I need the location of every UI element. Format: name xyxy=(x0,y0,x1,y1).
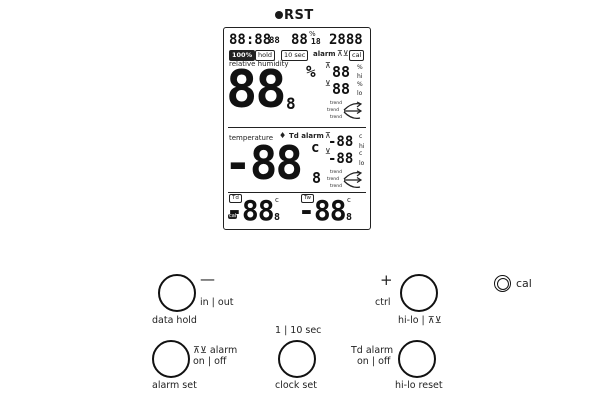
hi-lo-reset-label: hi-lo reset xyxy=(395,380,443,391)
plus-symbol: + xyxy=(380,271,393,289)
temperature-unit: c xyxy=(311,140,320,156)
humidity-hi-unit: % xyxy=(357,64,363,71)
humidity-trend-arrows-icon xyxy=(343,101,363,120)
battery-indicator: 100% xyxy=(229,50,256,61)
interval-indicator: 10 sec xyxy=(281,50,309,61)
td-alarm-on-off-label: on | off xyxy=(357,356,391,367)
interval-toggle-label: 1 | 10 sec xyxy=(275,325,322,336)
date-day: 18 xyxy=(311,37,321,46)
cal-button-ring-icon xyxy=(497,278,509,290)
clock-set-label: clock set xyxy=(275,380,317,391)
hi-lo-reset-button[interactable] xyxy=(398,340,436,378)
temperature-value: -88 xyxy=(224,136,303,190)
humidity-label: relative humidity xyxy=(229,60,289,68)
hi-lo-label: hi-lo | ⊼⊻ xyxy=(398,315,442,326)
td-label: Td xyxy=(229,194,242,203)
max-arrow-icon: ⊼ xyxy=(325,61,331,70)
lcd-divider xyxy=(228,127,366,129)
data-hold-button[interactable] xyxy=(158,274,196,312)
lcd-display: 88:88 88 88 % 18 2888 100% hold 10 sec a… xyxy=(223,27,371,230)
td-alarm-indicator: Td alarm xyxy=(289,132,324,140)
cal-indicator: cal xyxy=(349,50,365,61)
tw-label: Tw xyxy=(301,194,314,203)
data-hold-label: data hold xyxy=(152,315,197,326)
lo-label: lo xyxy=(357,90,363,97)
clock-readout: 88:88 xyxy=(229,32,272,48)
humidity-decimal: 8 xyxy=(286,94,296,113)
brand-logo: RST xyxy=(275,8,314,23)
humidity-value: 88 xyxy=(226,60,287,120)
alarm-updown-icon: ⊼⊻ xyxy=(337,49,349,58)
temp-trend-1: trend xyxy=(330,170,342,175)
hi-label: hi xyxy=(357,73,363,80)
wetbulb-unit: c xyxy=(347,196,351,204)
humidity-unit: % xyxy=(306,62,316,81)
wetbulb-value: -88 xyxy=(298,194,347,227)
droplet-icon: ♦ xyxy=(279,131,287,140)
ctrl-label: ctrl xyxy=(375,297,391,308)
temp-max-arrow-icon: ⊼ xyxy=(325,131,331,140)
year-readout: 2888 xyxy=(329,32,363,48)
temp-hi-label: hi xyxy=(359,143,365,150)
date-readout: 88 xyxy=(291,32,308,48)
logo-dot-icon xyxy=(275,11,283,19)
cal-button[interactable] xyxy=(494,275,511,292)
dewpoint-unit: c xyxy=(275,196,279,204)
temperature-label: temperature xyxy=(229,134,273,142)
temperature-lo-value: -88 xyxy=(328,151,354,167)
temp-min-arrow-icon: ⊻ xyxy=(325,147,331,156)
alarm-indicator: alarm xyxy=(313,50,336,58)
humidity-lo-value: 88 xyxy=(332,80,351,98)
humidity-hi-value: 88 xyxy=(332,63,351,81)
minus-symbol: — xyxy=(200,270,215,288)
humidity-trend-1: trend xyxy=(330,101,342,106)
temp-trend-2: trend xyxy=(327,177,339,182)
alarm-on-off-label: on | off xyxy=(193,356,227,367)
dewpoint-value: -88 xyxy=(226,194,275,227)
clock-seconds: 88 xyxy=(269,36,280,46)
temperature-hi-value: -88 xyxy=(328,134,354,150)
dewpoint-decimal: 8 xyxy=(274,212,281,223)
humidity-lo-unit: % xyxy=(357,81,363,88)
temperature-decimal: 8 xyxy=(312,169,322,187)
temp-trend-arrows-icon xyxy=(343,170,363,189)
td-alarm-toggle-label: Td alarm xyxy=(351,345,394,356)
min-arrow-icon: ⊻ xyxy=(325,79,331,88)
alarm-set-button[interactable] xyxy=(152,340,190,378)
humidity-trend-2: trend xyxy=(327,108,339,113)
alarm-set-label: alarm set xyxy=(152,380,197,391)
lcd-divider-lower xyxy=(228,192,366,194)
date-separator: % xyxy=(309,30,316,38)
wetbulb-decimal: 8 xyxy=(346,212,353,223)
cal-label: cal xyxy=(516,277,532,290)
temperature-lo-unit: c xyxy=(359,150,363,157)
alarm-toggle-label: ⊼⊻ alarm xyxy=(193,345,238,356)
temperature-hi-unit: c xyxy=(359,133,363,140)
humidity-trend-3: trend xyxy=(330,115,342,120)
hold-indicator: hold xyxy=(255,50,276,61)
temp-trend-3: trend xyxy=(330,184,342,189)
in-out-label: in | out xyxy=(200,297,234,308)
ctrl-hi-lo-button[interactable] xyxy=(400,274,438,312)
temp-lo-label: lo xyxy=(359,160,365,167)
clock-set-button[interactable] xyxy=(278,340,316,378)
cal-small-indicator: cal xyxy=(228,213,238,219)
